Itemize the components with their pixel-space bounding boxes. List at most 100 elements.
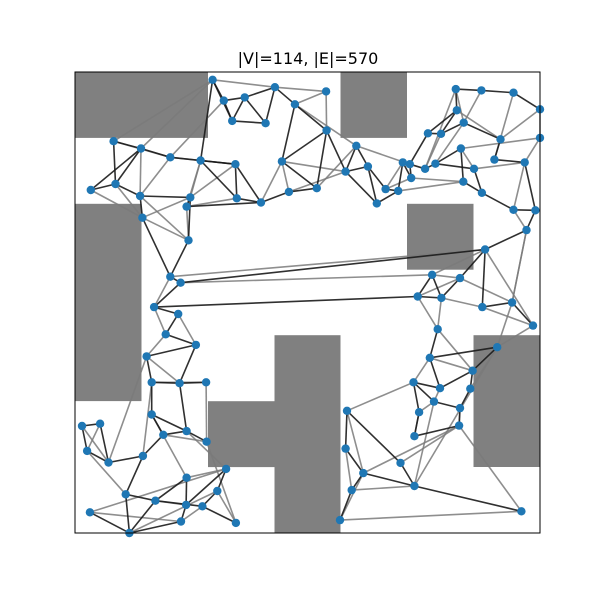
edge-dark-26 <box>200 159 238 199</box>
edge-dark-33 <box>281 160 318 189</box>
vertex-36 <box>496 135 505 144</box>
vertex-75 <box>159 430 168 439</box>
edge-dark-139 <box>363 472 415 487</box>
edge-dark-100 <box>429 328 439 359</box>
edge-dark-122 <box>185 477 188 505</box>
edge-dark-23 <box>115 183 141 197</box>
edge-light-34 <box>434 122 465 165</box>
edge-light-90 <box>89 511 182 523</box>
edge-dark-22 <box>140 195 191 199</box>
vertex-61 <box>437 293 446 303</box>
edge-light-68 <box>163 434 207 443</box>
vertex-55 <box>166 272 175 281</box>
nodes <box>77 75 545 538</box>
vertex-66 <box>149 302 159 312</box>
edge-dark-64 <box>473 168 483 194</box>
edge-light-2 <box>169 100 225 158</box>
edge-dark-68 <box>523 162 537 211</box>
plot-title: |V|=114, |E|=570 <box>238 49 379 68</box>
edge-dark-5 <box>244 86 276 99</box>
vertex-71 <box>147 378 156 387</box>
edge-light-93 <box>216 490 237 524</box>
edge-dark-50 <box>455 88 482 92</box>
edge-dark-132 <box>202 505 237 524</box>
vertex-25 <box>138 213 147 222</box>
vertex-48 <box>459 177 468 186</box>
vertex-46 <box>469 164 479 173</box>
vertex-83 <box>414 408 424 417</box>
edge-dark-89 <box>146 344 197 358</box>
vertex-99 <box>221 464 231 474</box>
edge-light-101 <box>339 510 522 521</box>
vertex-16 <box>341 167 350 176</box>
obstacle-1 <box>340 72 407 138</box>
vertex-104 <box>198 502 207 511</box>
edge-dark-118 <box>108 455 144 464</box>
edge-dark-120 <box>125 493 156 502</box>
vertex-102 <box>176 517 186 526</box>
vertex-6 <box>228 116 237 126</box>
edge-dark-20 <box>114 148 142 185</box>
edge-dark-93 <box>179 381 207 384</box>
edge-dark-119 <box>124 455 144 495</box>
vertex-13 <box>231 160 240 169</box>
edge-dark-34 <box>316 130 328 189</box>
edge-dark-7 <box>244 96 267 124</box>
vertex-110 <box>335 515 345 525</box>
vertex-78 <box>433 325 442 334</box>
vertex-24 <box>312 184 321 193</box>
edge-dark-17 <box>140 147 171 159</box>
edge-light-28 <box>462 90 483 124</box>
vertex-103 <box>213 486 222 496</box>
vertex-73 <box>201 378 211 387</box>
vertex-111 <box>396 458 405 468</box>
edge-dark-105 <box>413 381 441 389</box>
edge-light-62 <box>177 313 197 346</box>
vertex-51 <box>531 206 540 215</box>
edge-light-85 <box>107 356 148 463</box>
edge-dark-115 <box>81 425 88 452</box>
edge-light-6 <box>294 90 327 106</box>
vertex-82 <box>410 432 419 441</box>
vertex-106 <box>342 406 352 415</box>
vertex-87 <box>409 378 418 387</box>
vertex-26 <box>182 202 191 211</box>
edge-light-13 <box>189 163 236 199</box>
vertex-3 <box>219 96 228 105</box>
edge-dark-27 <box>234 163 262 203</box>
edge-light-36 <box>473 161 525 170</box>
vertex-23 <box>284 187 294 197</box>
edge-dark-121 <box>154 477 188 502</box>
edge-light-97 <box>346 410 365 474</box>
edge-light-47 <box>170 248 486 278</box>
vertex-108 <box>359 468 368 478</box>
edge-light-86 <box>142 382 153 457</box>
vertex-40 <box>407 173 416 183</box>
edge-dark-74 <box>484 229 527 251</box>
edge-dark-12 <box>281 104 296 162</box>
vertex-74 <box>147 410 156 419</box>
edge-light-105 <box>484 249 534 327</box>
vertex-72 <box>175 379 184 388</box>
edge-dark-128 <box>155 499 203 508</box>
vertex-43 <box>423 129 433 138</box>
vertex-5 <box>290 100 300 109</box>
edge-dark-62 <box>460 148 465 182</box>
obstacle-3 <box>407 203 474 270</box>
edge-dark-41 <box>367 166 387 190</box>
edge-dark-106 <box>412 381 435 403</box>
vertex-100 <box>85 508 95 517</box>
edge-dark-72 <box>141 217 172 278</box>
edge-light-38 <box>411 177 464 183</box>
vertex-35 <box>509 88 518 97</box>
edge-dark-52 <box>513 92 541 110</box>
edge-light-57 <box>496 302 513 348</box>
edge-dark-80 <box>459 248 486 279</box>
edge-dark-35 <box>344 145 358 172</box>
edge-dark-90 <box>145 356 153 383</box>
edge-light-81 <box>413 401 435 487</box>
vertex-45 <box>431 159 440 168</box>
vertex-62 <box>455 273 465 283</box>
vertex-14 <box>277 157 287 166</box>
vertex-109 <box>347 485 356 495</box>
